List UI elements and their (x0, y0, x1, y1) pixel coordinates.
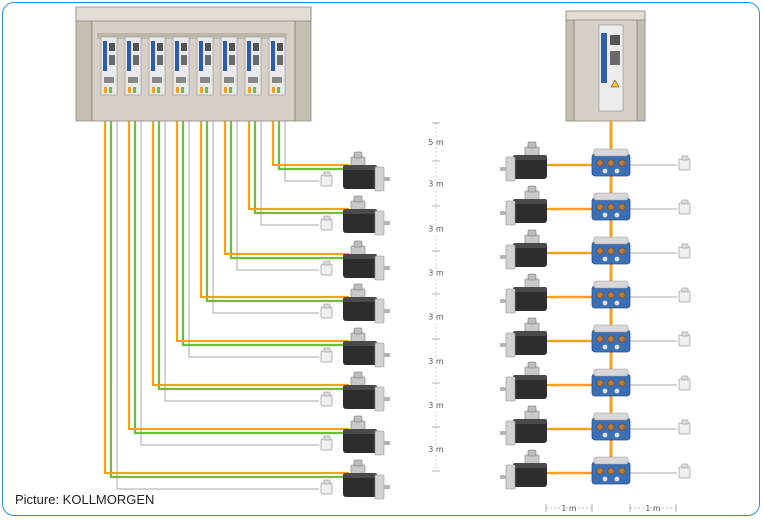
feedback-cable (157, 121, 349, 391)
cabinet-right-door (294, 7, 312, 122)
servo-motor-icon (500, 273, 547, 314)
feedback-connector-icon (678, 155, 691, 171)
servo-motor-icon (500, 449, 547, 490)
feedback-connector-icon (320, 303, 333, 319)
spacing-label: 3 m (428, 225, 444, 234)
feedback-connector-icon (320, 215, 333, 231)
drive-module-icon (148, 36, 166, 96)
cabling-diagram: 5 m 3 m 3 m 3 m 3 m 3 m 3 m 3 m 1 m 1 m (75, 6, 691, 515)
feedback-cable (277, 121, 349, 171)
power-cable (103, 121, 349, 475)
signal-cable (236, 121, 319, 271)
controller-cabinet-top (565, 10, 646, 21)
distribution-node-icon (591, 368, 631, 397)
feedback-connector-icon (678, 463, 691, 479)
power-cable (127, 121, 349, 431)
signal-cable (260, 121, 319, 226)
distribution-node-icon (591, 280, 631, 309)
drive-module-icon (244, 36, 262, 96)
spacing-label: 3 m (428, 269, 444, 278)
feedback-cable (253, 121, 349, 215)
power-cable (175, 121, 349, 343)
spacing-label: 3 m (428, 401, 444, 410)
feedback-connector-icon (320, 435, 333, 451)
power-cable (223, 121, 349, 256)
feedback-cable (133, 121, 349, 435)
distribution-node-icon (591, 412, 631, 441)
servo-motor-icon (343, 371, 390, 412)
right-dimension-scale: 1 m 1 m (545, 503, 677, 515)
feedback-connector-icon (678, 419, 691, 435)
servo-motor-icon (343, 151, 390, 192)
feedback-connector-icon (320, 347, 333, 363)
servo-motor-icon (500, 405, 547, 446)
distribution-node-icon (591, 236, 631, 265)
drive-module-icon (220, 36, 238, 96)
servo-motor-icon (500, 185, 547, 226)
distribution-node-icon (591, 324, 631, 353)
signal-cable (164, 121, 319, 402)
feedback-cable (205, 121, 349, 303)
signal-cable (212, 121, 319, 314)
servo-motor-icon (343, 327, 390, 368)
drive-module-icon (268, 36, 286, 96)
feedback-connector-icon (678, 287, 691, 303)
drive-module-icon (196, 36, 214, 96)
servo-motor-icon (500, 317, 547, 358)
servo-motor-icon (343, 283, 390, 324)
din-rail (97, 33, 287, 39)
spacing-label: 1 m (645, 504, 661, 513)
servo-motor-icon (500, 361, 547, 402)
left-motor-column (320, 151, 390, 500)
distribution-node-icon (591, 148, 631, 177)
decentral-system (500, 10, 691, 490)
feedback-connector-icon (678, 199, 691, 215)
left-cable-bundle (103, 121, 349, 490)
feedback-connector-icon (678, 331, 691, 347)
cabinet-top (75, 6, 312, 22)
feedback-cable (109, 121, 349, 479)
servo-motor-icon (500, 141, 547, 182)
signal-cable (116, 121, 319, 490)
left-dimension-scale: 5 m 3 m 3 m 3 m 3 m 3 m 3 m 3 m (427, 122, 445, 472)
feedback-connector-icon (320, 479, 333, 495)
signal-cable (284, 121, 319, 182)
controller-icon (598, 24, 624, 112)
servo-motor-icon (343, 240, 390, 281)
controller-cabinet-door-left (565, 12, 575, 122)
signal-cable (188, 121, 319, 358)
servo-motor-icon (343, 195, 390, 236)
picture-credit: Picture: KOLLMORGEN (15, 492, 155, 507)
distribution-node-icon (591, 192, 631, 221)
feedback-connector-icon (678, 375, 691, 391)
feedback-cable (181, 121, 349, 347)
feedback-connector-icon (320, 391, 333, 407)
feedback-connector-icon (678, 243, 691, 259)
spacing-label: 3 m (428, 313, 444, 322)
servo-motor-icon (500, 229, 547, 270)
feedback-connector-icon (320, 171, 333, 187)
power-cable (151, 121, 349, 387)
power-cable (271, 121, 349, 167)
drive-module-icon (124, 36, 142, 96)
controller-cabinet-door-right (636, 12, 646, 122)
feedback-connector-icon (320, 260, 333, 276)
servo-motor-icon (343, 415, 390, 456)
spacing-label: 3 m (428, 445, 444, 454)
power-cable (247, 121, 349, 211)
cabinet-left-door (75, 7, 93, 122)
drive-module-icon (172, 36, 190, 96)
signal-cable (140, 121, 319, 446)
feedback-cable (229, 121, 349, 260)
drive-cabinet (75, 6, 312, 122)
spacing-label: 1 m (561, 504, 577, 513)
distribution-node-icon (591, 456, 631, 485)
servo-motor-icon (343, 459, 390, 500)
power-cable (199, 121, 349, 299)
spacing-label: 3 m (428, 357, 444, 366)
spacing-label: 5 m (428, 138, 444, 147)
drive-module-icon (100, 36, 118, 96)
spacing-label: 3 m (428, 180, 444, 189)
